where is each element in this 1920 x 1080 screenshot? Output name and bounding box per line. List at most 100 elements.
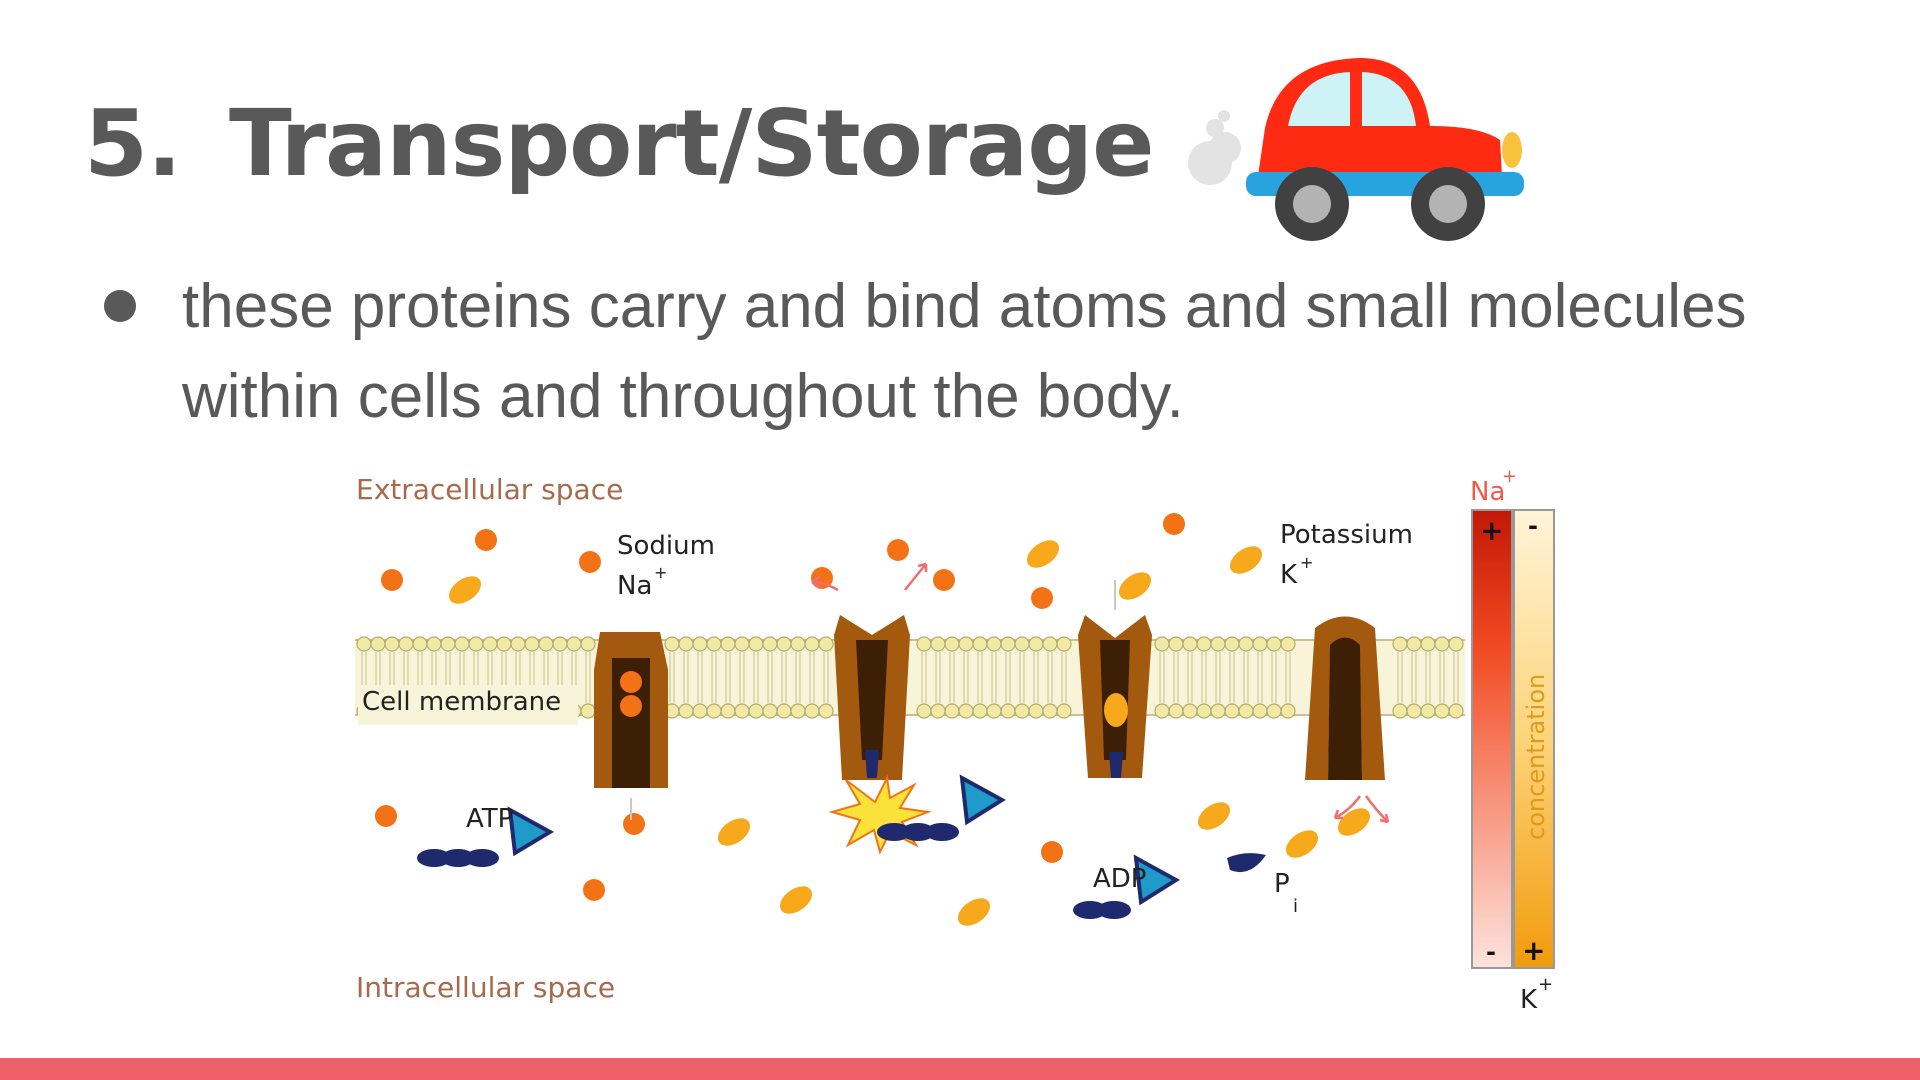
phospholipid-head: [804, 636, 820, 652]
phosphate-group: [877, 823, 959, 841]
potassium-low-sign: -: [1528, 512, 1538, 540]
phospholipid-head: [1056, 703, 1072, 719]
ions: [375, 513, 1371, 926]
inorganic-phosphate: [1227, 853, 1266, 873]
phospholipid-head: [1238, 703, 1254, 719]
phospholipid-head: [1252, 636, 1268, 652]
adp-molecule: [1073, 854, 1180, 919]
phospholipid-head: [1168, 703, 1184, 719]
phospholipid-head: [1210, 636, 1226, 652]
phospholipid-head: [510, 636, 526, 652]
phospholipid-head: [664, 636, 680, 652]
phospholipid-head: [1154, 703, 1170, 719]
phospholipid-head: [804, 703, 820, 719]
phospholipid-head: [916, 703, 932, 719]
phospholipid-head: [412, 636, 428, 652]
phospholipid-head: [1280, 636, 1296, 652]
phospholipid-head: [930, 703, 946, 719]
phospholipid-head: [706, 636, 722, 652]
sodium-high-sign: +: [1480, 514, 1503, 547]
phospholipid-head: [776, 703, 792, 719]
phospholipid-head: [384, 636, 400, 652]
phospholipid-head: [370, 636, 386, 652]
phospholipid-head: [944, 636, 960, 652]
phospholipid-head: [1210, 703, 1226, 719]
phospholipid-head: [930, 636, 946, 652]
phospholipid-head: [944, 703, 960, 719]
phospholipid-head: [1014, 703, 1030, 719]
phospholipid-head: [678, 636, 694, 652]
phospholipid-head: [440, 636, 456, 652]
phospholipid-head: [1042, 636, 1058, 652]
phospholipid-head: [1042, 703, 1058, 719]
phospholipid-head: [1406, 703, 1422, 719]
phospholipid-head: [1420, 703, 1436, 719]
phospholipid-head: [972, 703, 988, 719]
phospholipid-head: [972, 636, 988, 652]
phospholipid-head: [1434, 703, 1450, 719]
pi-label: P: [1274, 869, 1290, 899]
phospholipid-head: [762, 703, 778, 719]
phospholipid-head: [1252, 703, 1268, 719]
phospholipid-head: [1056, 636, 1072, 652]
phospholipid-head: [720, 703, 736, 719]
atp-label: ATP: [466, 804, 513, 834]
sodium-symbol: Na: [617, 571, 652, 601]
phospholipid-head: [552, 636, 568, 652]
concentration-label: concentration: [1522, 674, 1550, 840]
sodium-low-sign: -: [1486, 938, 1496, 966]
phospholipid-head: [1238, 636, 1254, 652]
phospholipid-head: [1448, 703, 1464, 719]
potassium-ion: [1337, 808, 1371, 836]
atp-triangle: [959, 774, 1006, 826]
phospholipid-head: [1224, 636, 1240, 652]
phospholipid-head: [1420, 636, 1436, 652]
phospholipid-head: [748, 703, 764, 719]
bullet-item: these proteins carry and bind atoms and …: [100, 262, 1840, 442]
phospholipid-head: [1196, 703, 1212, 719]
potassium-concentration-bar: - + concentration: [1513, 509, 1555, 969]
sodium-ion: [375, 805, 397, 827]
phospholipid-head: [986, 703, 1002, 719]
energy-burst-icon: [828, 774, 932, 855]
pi-subscript: i: [1293, 896, 1298, 917]
atp-molecule: [417, 806, 555, 867]
phospholipid-head: [790, 703, 806, 719]
slide-number: 5.: [84, 90, 182, 197]
membrane-label-background: [358, 685, 578, 725]
phospholipid-head: [1168, 636, 1184, 652]
potassium-ion: [448, 576, 482, 604]
bottom-accent-bar: [0, 1058, 1920, 1080]
sodium-ion: [583, 879, 605, 901]
sodium-potassium-pump-3: [1078, 615, 1152, 778]
phospholipid-head: [762, 636, 778, 652]
cell-membrane-label: Cell membrane: [362, 687, 561, 717]
phospholipid-head: [482, 636, 498, 652]
bullet-list: these proteins carry and bind atoms and …: [100, 262, 1840, 442]
sodium-ion: [887, 539, 909, 561]
phospholipid-head: [1028, 636, 1044, 652]
phospholipid-head: [496, 636, 512, 652]
sodium-ion: [933, 569, 955, 591]
phospholipid-head: [1280, 703, 1296, 719]
phospholipid-head: [468, 636, 484, 652]
phospholipid-head: [1028, 703, 1044, 719]
phospholipid-head: [958, 636, 974, 652]
sodium-potassium-pump-2: [834, 615, 910, 780]
phospholipid-head: [1434, 636, 1450, 652]
potassium-ion: [1197, 802, 1231, 830]
phospholipid-head: [566, 636, 582, 652]
sodium-ion: [1031, 587, 1053, 609]
potassium-charge: +: [1300, 553, 1313, 572]
phospholipid-head: [1154, 636, 1170, 652]
phospholipid-head: [580, 703, 596, 719]
sodium-ion: [579, 551, 601, 573]
slide-title: 5.Transport/Storage: [84, 90, 1154, 197]
potassium-ion: [957, 898, 991, 926]
car-icon: [1188, 58, 1524, 241]
potassium-high-sign: +: [1522, 934, 1545, 967]
phospholipid-head: [706, 703, 722, 719]
potassium-ion: [1118, 572, 1152, 600]
phospholipid-head: [1000, 636, 1016, 652]
potassium-ion: [779, 886, 813, 914]
